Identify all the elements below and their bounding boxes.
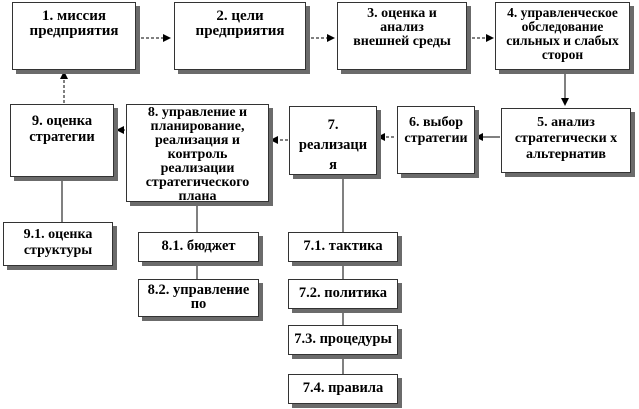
node-7-4-rules: 7.4. правила: [288, 374, 398, 404]
node-1-mission: 1. миссия предприятия: [12, 2, 136, 70]
node-8-2-management-by: 8.2. управление по: [138, 279, 259, 317]
node-3-external-analysis: 3. оценка и анализ внешней среды: [337, 2, 467, 70]
node-9-1-structure-evaluation: 9.1. оценка структуры: [3, 222, 113, 266]
node-9-strategy-evaluation: 9. оценка стратегии: [10, 104, 114, 177]
node-2-goals: 2. цели предприятия: [174, 2, 306, 70]
node-7-3-procedures: 7.3. процедуры: [288, 325, 398, 355]
node-7-1-tactics: 7.1. тактика: [288, 232, 398, 262]
node-7-2-policy: 7.2. политика: [288, 279, 398, 309]
node-4-strengths-weaknesses: 4. управленческое обследование сильных и…: [495, 2, 630, 70]
node-5-alternatives: 5. анализ стратегически х альтернатив: [501, 108, 631, 173]
node-8-management-planning: 8. управление и планирование, реализация…: [126, 104, 269, 202]
node-8-1-budget: 8.1. бюджет: [138, 232, 259, 262]
node-7-implementation: 7. реализаци я: [289, 106, 377, 175]
node-6-strategy-choice: 6. выбор стратегии: [397, 106, 475, 174]
